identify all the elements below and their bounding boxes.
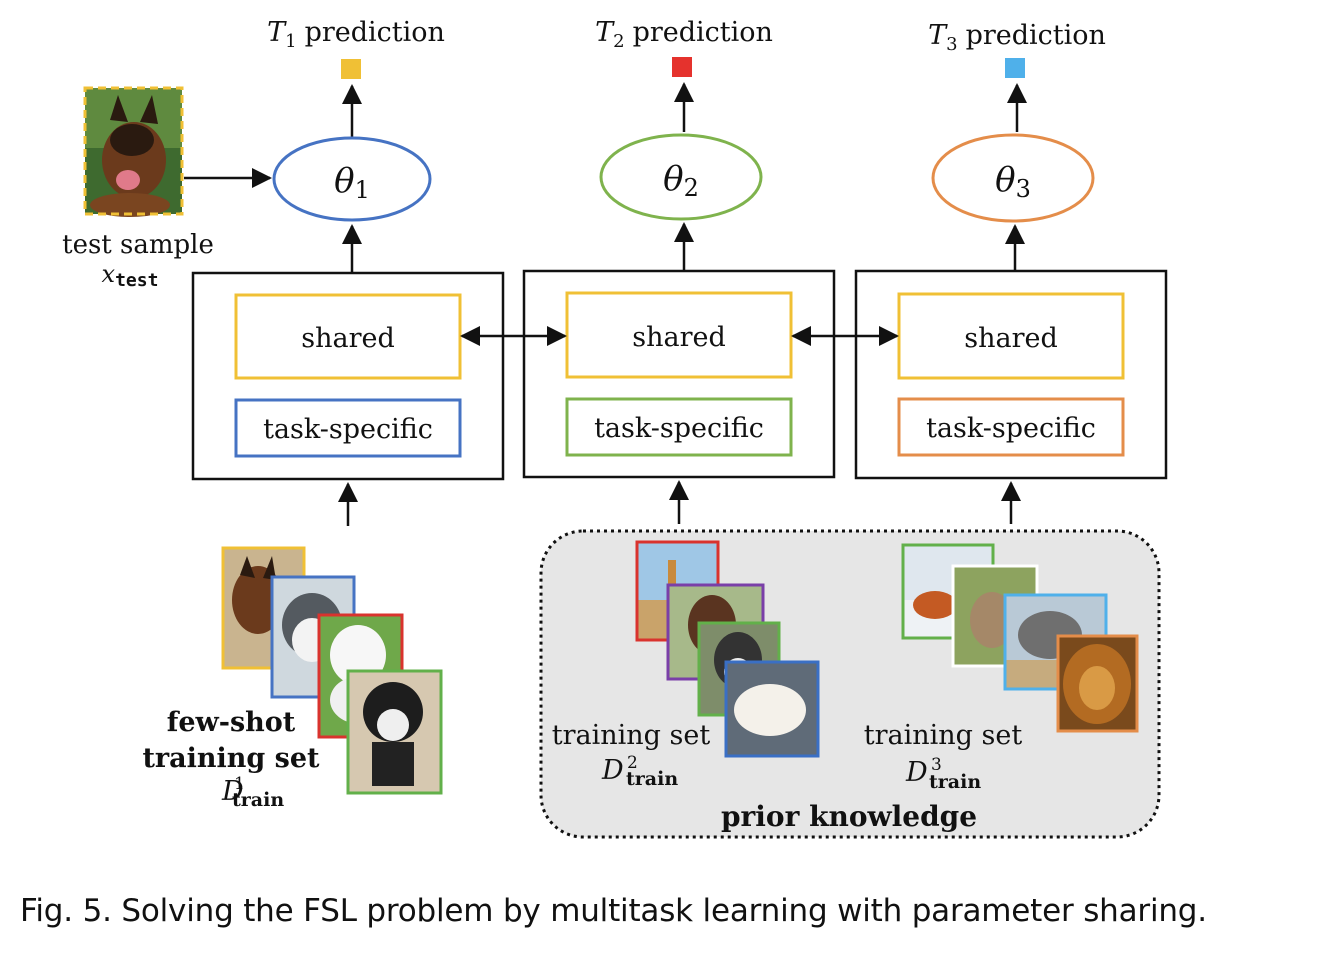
theta-1-ellipse [272,136,432,222]
shared-box-2 [565,291,793,379]
shared-label-1: shared [301,323,395,354]
training-set-2-image-stack [635,540,820,758]
prediction-1-square [341,59,361,79]
training-set-3-image-stack [901,543,1139,733]
prior-knowledge-label: prior knowledge [721,800,977,833]
few-shot-dataset-sub: train [232,789,284,811]
prediction-3-square [1005,58,1025,78]
theta-2-ellipse [599,133,763,221]
training-set-3-sub: train [929,771,981,793]
few-shot-image-4 [346,669,443,795]
shared-label-3: shared [964,323,1058,354]
few-shot-training-set-label: training set [142,743,320,774]
training-set-2-sup: 2 [627,753,638,773]
theta-3-label: θ3 [995,160,1031,203]
prediction-2-square [672,57,692,77]
few-shot-label: few-shot [167,707,296,738]
set2-image-4 [724,660,820,758]
training-set-2-sub: train [626,768,678,790]
shared-label-2: shared [632,322,726,353]
training-set-2-var: D [601,755,624,786]
theta-2-label: θ2 [663,159,699,202]
training-set-3-sup: 3 [931,755,942,775]
task-block-2: shared task-specific [522,269,836,479]
task-specific-label-3: task-specific [926,413,1096,444]
theta-3-ellipse [931,133,1095,223]
shared-box-3 [897,292,1125,380]
task-specific-label-1: task-specific [263,414,433,445]
training-set-3-label: training set [864,720,1023,751]
task-specific-box-2 [565,397,793,457]
theta-1-label: θ1 [334,161,370,204]
training-set-3-var: D [905,757,928,788]
test-sample-var: xtest [102,260,159,291]
few-shot-image-stack [221,546,443,795]
figure-caption: Fig. 5. Solving the FSL problem by multi… [20,893,1207,929]
shared-box-1 [234,293,462,380]
few-shot-dataset-var: D [221,776,244,807]
training-set-2-label: training set [552,720,711,751]
test-sample-label: test sample [62,230,214,260]
task-specific-box-1 [234,398,462,458]
task-specific-label-2: task-specific [594,413,764,444]
few-shot-dataset-sup: 1 [234,774,245,794]
set3-image-4 [1056,634,1139,733]
task-block-3: shared task-specific [854,269,1168,480]
task-specific-box-3 [897,397,1125,457]
test-sample-image [83,86,184,217]
task-block-1: shared task-specific [191,271,505,481]
